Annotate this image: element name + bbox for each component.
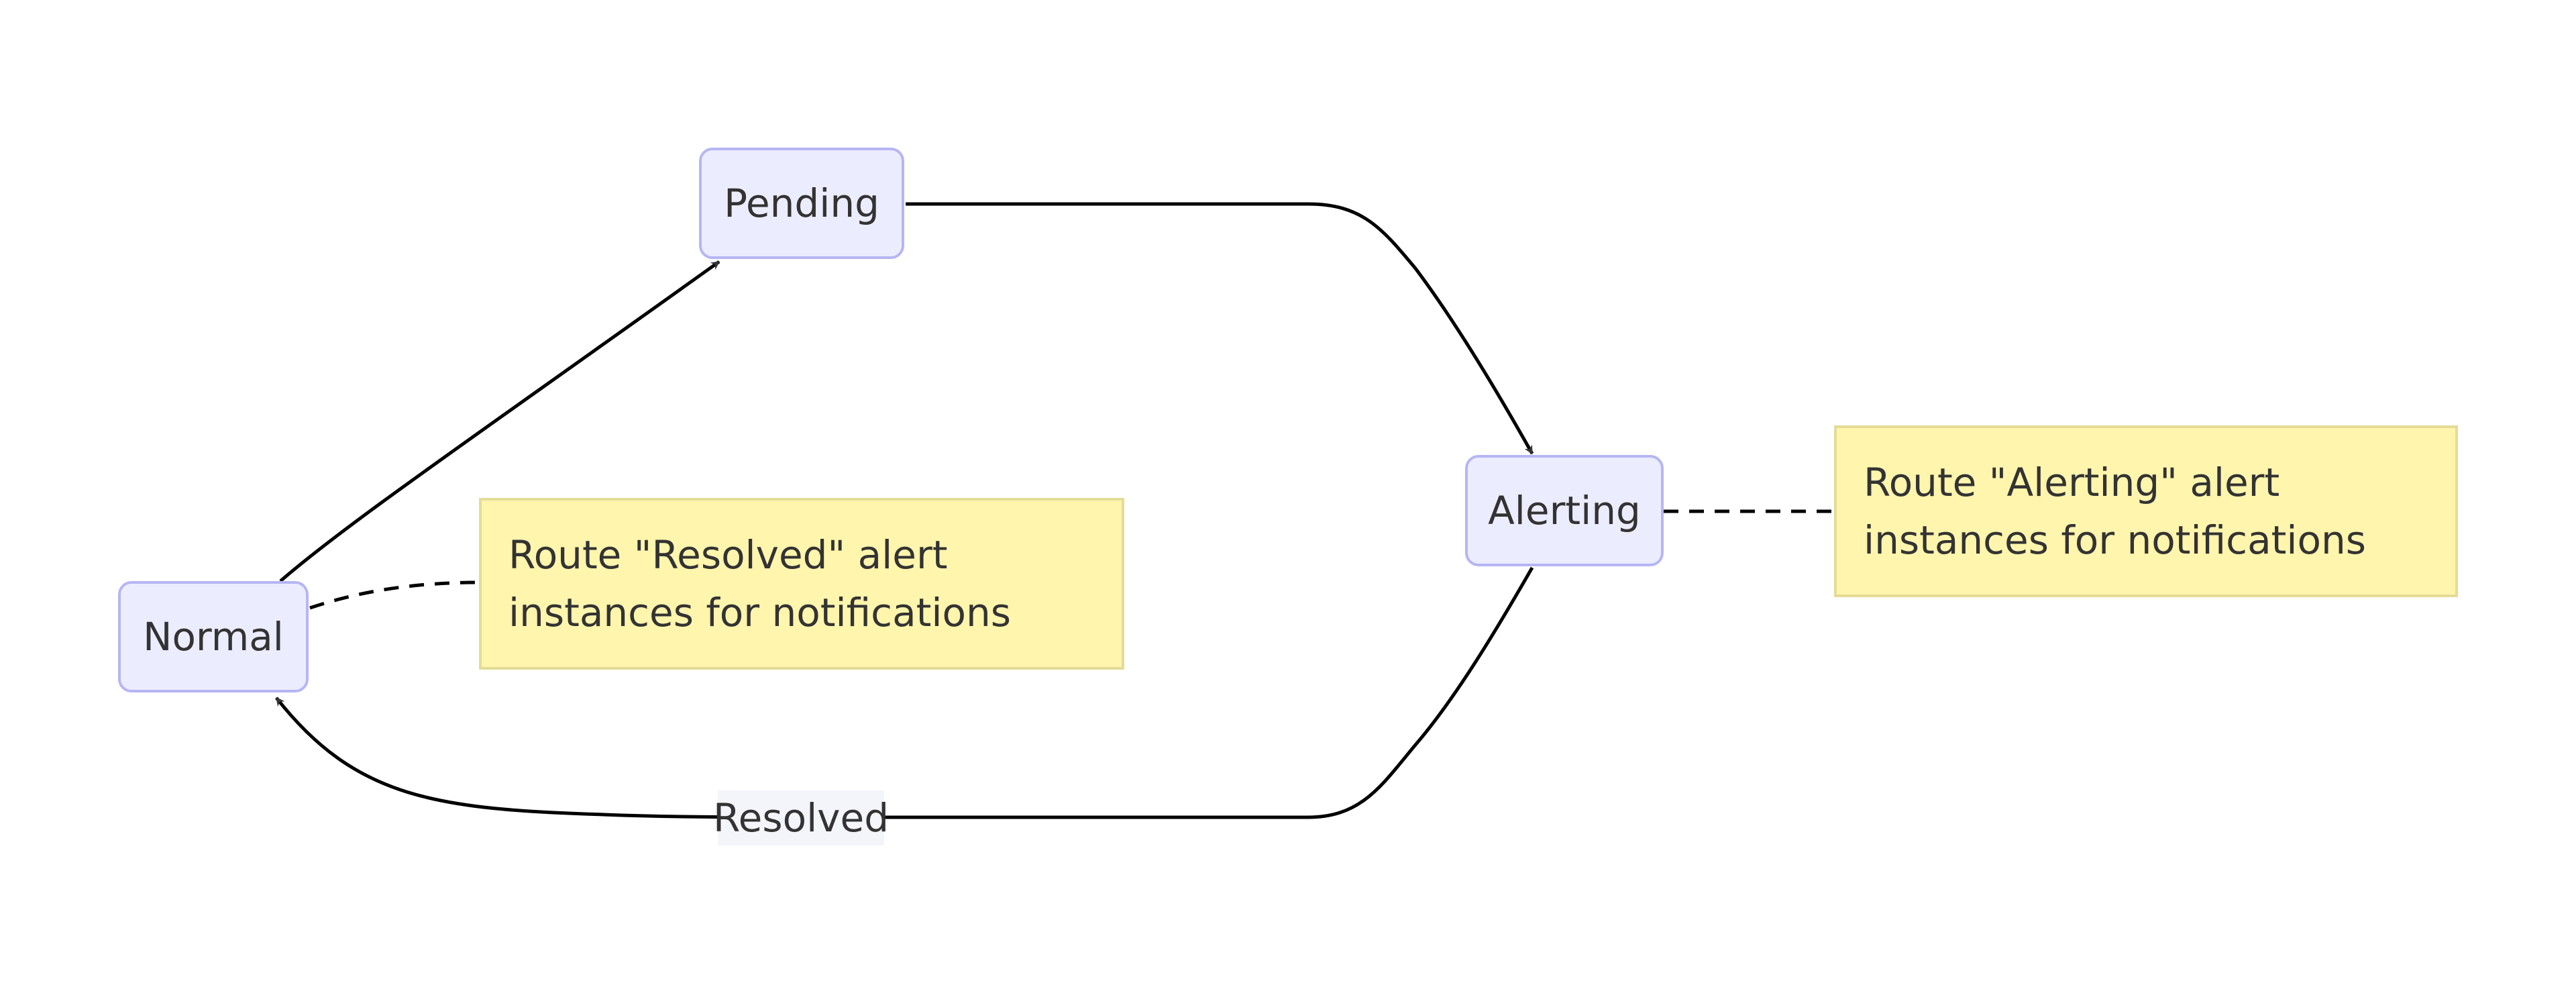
- note-resolved-text: Route "Resolved" alert instances for not…: [508, 532, 1011, 635]
- note-alerting: Route "Alerting" alert instances for not…: [1834, 425, 2458, 597]
- state-alerting-label: Alerting: [1488, 488, 1641, 533]
- state-normal-label: Normal: [143, 614, 284, 660]
- edge-normal-to-pending: [279, 260, 720, 582]
- note-alerting-text: Route "Alerting" alert instances for not…: [1864, 460, 2366, 563]
- note-link-normal: [309, 580, 481, 610]
- edge-label-resolved: Resolved: [713, 790, 889, 845]
- note-resolved: Route "Resolved" alert instances for not…: [479, 498, 1124, 670]
- state-normal: Normal: [118, 581, 309, 692]
- state-alerting: Alerting: [1465, 455, 1664, 566]
- edge-label-resolved-text: Resolved: [712, 795, 890, 841]
- state-pending: Pending: [699, 148, 904, 259]
- state-pending-label: Pending: [724, 180, 879, 226]
- edge-pending-to-alerting: [906, 202, 1534, 455]
